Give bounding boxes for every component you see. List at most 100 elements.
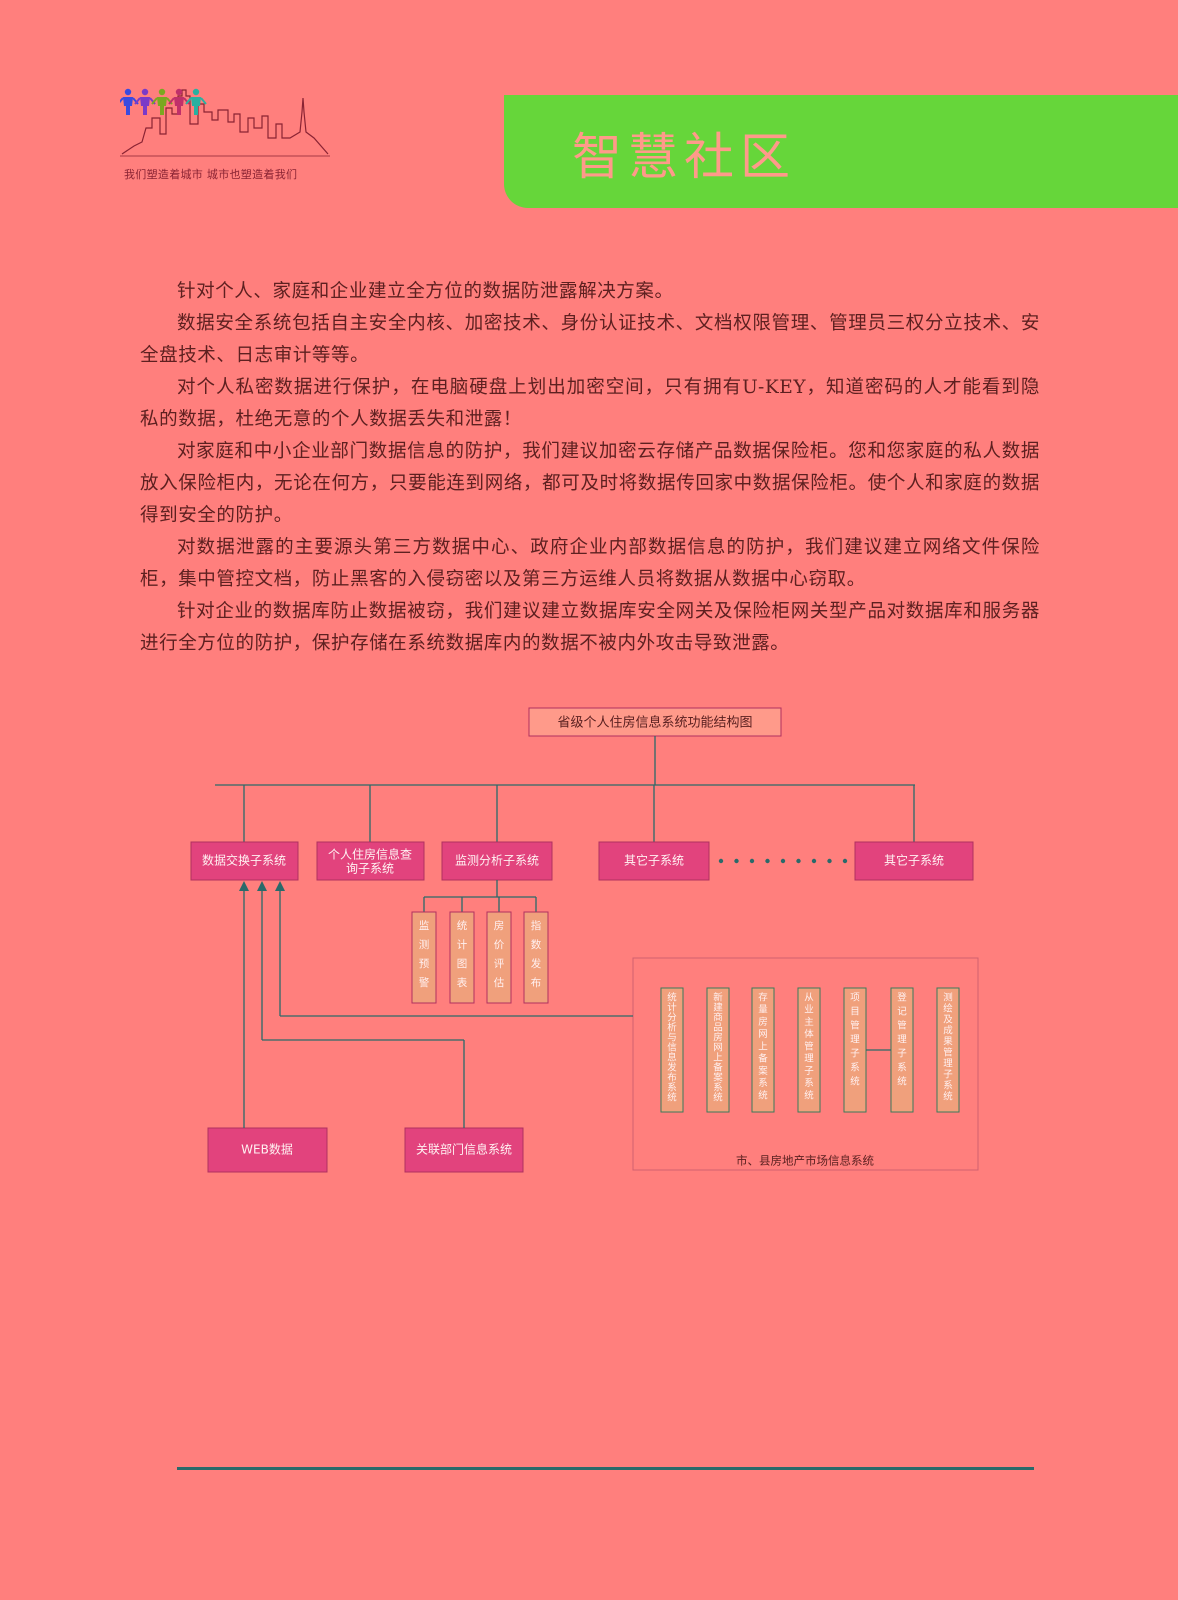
monitor-child-label: 指	[531, 919, 542, 932]
person-figure	[134, 88, 156, 115]
city-module-label: 果	[943, 1037, 953, 1048]
city-module-label: 统	[897, 1076, 907, 1088]
city-module-label: 系	[758, 1078, 768, 1089]
city-module-label: 业	[804, 1005, 814, 1016]
city-module-label: 分	[667, 1013, 677, 1024]
city-module-label: 管	[804, 1040, 814, 1052]
city-module-label: 商	[713, 1012, 723, 1024]
monitor-child-label: 警	[419, 976, 430, 989]
city-module-box	[797, 987, 821, 1113]
body-text: 针对个人、家庭和企业建立全方位的数据防泄露解决方案。 数据安全系统包括自主安全内…	[140, 276, 1040, 660]
source-label: 关联部门信息系统	[416, 1142, 512, 1157]
city-module-label: 理	[897, 1035, 907, 1046]
city-module-label: 统	[943, 1091, 953, 1103]
city-module-label: 管	[943, 1047, 953, 1059]
monitor-child-label: 房	[494, 919, 505, 932]
city-module-label: 理	[804, 1054, 814, 1065]
root-label: 省级个人住房信息系统功能结构图	[557, 715, 752, 731]
city-module-label: 析	[667, 1022, 677, 1034]
monitor-child-label: 预	[419, 958, 430, 970]
monitor-child-label: 表	[457, 976, 468, 989]
city-module-label: 管	[850, 1020, 860, 1032]
city-system-label: 市、县房地产市场信息系统	[736, 1154, 874, 1168]
city-skyline-icon	[120, 89, 330, 157]
subsystem-box	[441, 841, 553, 881]
person-figure	[151, 88, 173, 115]
paragraph: 对个人私密数据进行保护，在电脑硬盘上划出加密空间，只有拥有U-KEY，知道密码的…	[140, 377, 1040, 430]
subsystem-label: 其它子系统	[624, 853, 684, 868]
city-module-label: 登	[897, 993, 907, 1004]
city-module-label: 统	[667, 1092, 677, 1104]
subsystem-box	[598, 841, 710, 881]
monitor-child-box	[486, 911, 512, 1004]
city-module-label: 体	[804, 1028, 814, 1040]
monitor-child-label: 计	[457, 938, 468, 951]
monitor-child-box	[449, 911, 475, 1004]
city-module-label: 备	[713, 1062, 723, 1074]
monitor-child-label: 价	[494, 939, 505, 951]
ellipsis-dot	[811, 858, 817, 864]
city-module-label: 布	[667, 1072, 677, 1084]
city-module-label: 量	[758, 1005, 768, 1016]
subsystem-box	[316, 841, 425, 881]
monitor-child-label: 统	[457, 919, 468, 932]
city-module-label: 备	[758, 1053, 768, 1065]
city-module-label: 从	[804, 993, 814, 1004]
person-figure	[185, 88, 207, 115]
monitor-child-label: 布	[531, 977, 542, 989]
city-module-label: 新	[713, 992, 723, 1004]
ellipsis-dot	[780, 858, 786, 864]
monitor-child-label: 发	[531, 957, 542, 970]
arrow-head	[239, 881, 249, 891]
source-box-web	[207, 1127, 328, 1173]
monitor-child-label: 监	[419, 919, 430, 932]
title-banner: 智慧社区	[504, 95, 1178, 208]
city-module-label: 房	[713, 1032, 723, 1044]
city-module-box	[706, 987, 730, 1113]
subsystem-label: 询子系统	[346, 862, 394, 876]
ellipsis-dot	[827, 858, 832, 864]
ellipsis-dot	[796, 858, 801, 864]
subsystem-box	[854, 841, 974, 881]
city-module-label: 网	[758, 1029, 768, 1040]
footer-divider	[177, 1467, 1034, 1470]
subsystem-label: 监测分析子系统	[455, 854, 539, 868]
city-module-label: 存	[758, 992, 768, 1004]
city-module-label: 统	[804, 1089, 814, 1101]
monitor-child-label: 估	[494, 976, 505, 989]
ellipsis-dot	[749, 858, 755, 864]
city-module-label: 记	[897, 1006, 907, 1018]
paragraph: 对家庭和中小企业部门数据信息的防护，我们建议加密云存储产品数据保险柜。您和您家庭…	[140, 441, 1040, 526]
city-module-label: 案	[713, 1072, 723, 1084]
ellipsis-dot	[718, 858, 724, 864]
city-module-label: 子	[897, 1049, 907, 1060]
city-module-label: 测	[943, 993, 953, 1004]
city-module-label: 房	[758, 1016, 768, 1028]
city-module-label: 系	[850, 1063, 860, 1074]
city-module-label: 上	[713, 1053, 723, 1064]
subsystem-label: 其它子系统	[884, 853, 944, 868]
paragraph: 数据安全系统包括自主安全内核、加密技术、身份认证技术、文档权限管理、管理员三权分…	[140, 313, 1040, 366]
paragraph: 针对企业的数据库防止数据被窃，我们建议建立数据库安全网关及保险柜网关型产品对数据…	[140, 601, 1040, 654]
arrow-head	[257, 881, 267, 891]
city-module-label: 项	[850, 993, 860, 1004]
city-system-container	[632, 957, 979, 1171]
logo: 我们塑造着城市 城市也塑造着我们	[120, 88, 330, 213]
city-module-label: 主	[804, 1016, 814, 1028]
person-figure	[168, 88, 190, 115]
city-module-label: 子	[943, 1070, 953, 1081]
source-label: WEB数据	[241, 1142, 293, 1157]
city-module-label: 品	[713, 1023, 723, 1034]
subsystem-label: 个人住房信息查	[328, 847, 412, 862]
subsystem-box	[190, 841, 299, 881]
logo-slogan: 我们塑造着城市 城市也塑造着我们	[124, 168, 298, 181]
city-module-label: 成	[943, 1025, 953, 1037]
ellipsis-dot	[765, 858, 770, 864]
city-module-label: 上	[758, 1041, 768, 1052]
city-module-label: 发	[667, 1062, 677, 1074]
city-module-label: 及	[943, 1015, 953, 1026]
city-module-label: 信	[667, 1042, 677, 1054]
subsystem-label: 数据交换子系统	[202, 853, 286, 868]
root-box	[528, 707, 782, 737]
